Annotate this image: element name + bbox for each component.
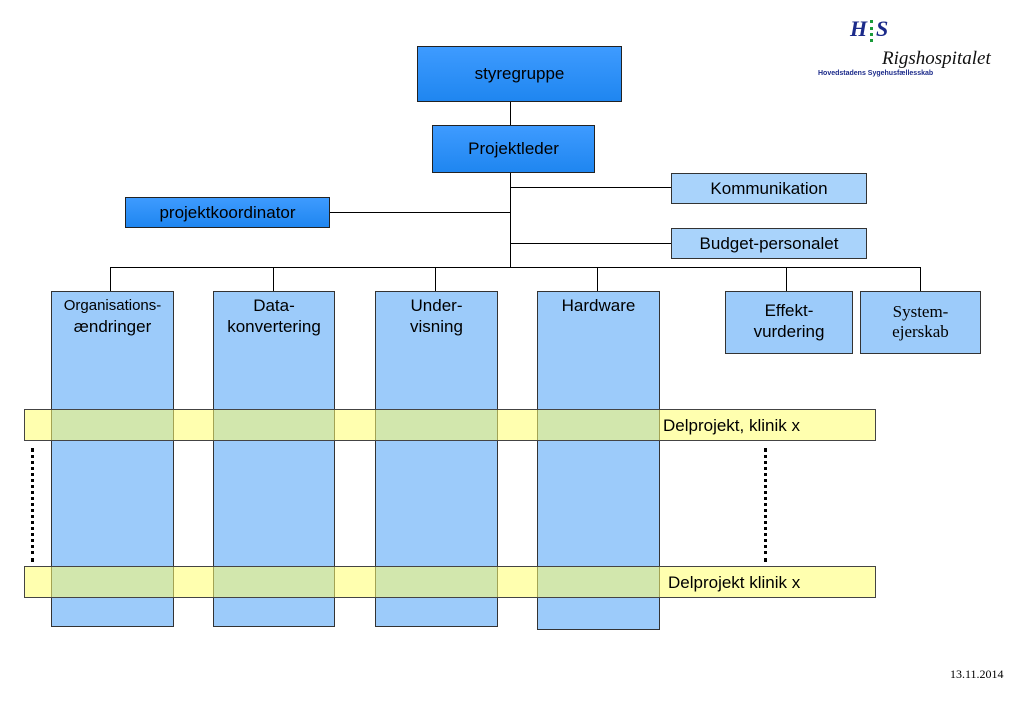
column-under-line1: Under- [410,296,463,315]
footer-date: 13.11.2014 [950,667,1004,681]
styregruppe-box: styregruppe [417,46,622,102]
kommunikation-box: Kommunikation [671,173,867,204]
connector-budget [510,243,672,244]
column-systemejerskab: System- ejerskab [860,291,981,354]
projektleder-box: Projektleder [432,125,595,173]
projektkoordinator-box: projektkoordinator [125,197,330,228]
logo-mark-h: H [850,16,868,41]
connector-projektkoordinator [329,212,510,213]
styregruppe-label: styregruppe [474,64,565,83]
logo-mark-s: S [876,16,889,41]
column-organisations-line2: ændringer [73,317,152,336]
column-effekt-line1: Effekt- [764,301,814,320]
kommunikation-label: Kommunikation [710,178,828,198]
column-data-line2: konvertering [227,317,321,336]
connector-kommunikation [510,187,672,188]
column-effektvurdering: Effekt- vurdering [725,291,853,354]
drop-under [435,267,436,291]
column-hardware-label: Hardware [561,296,636,315]
drop-organisations [110,267,111,291]
budget-personalet-label: Budget-personalet [699,233,839,253]
projektleder-label: Projektleder [468,139,559,158]
column-under-line2: visning [410,317,463,336]
column-effekt-line2: vurdering [753,322,825,341]
delprojekt-band-1 [24,409,876,441]
delprojekt-band-1-label: Delprojekt, klinik x [663,416,800,435]
drop-hardware [597,267,598,291]
column-organisations-line1: Organisations- [63,297,162,314]
projektkoordinator-label: projektkoordinator [159,202,296,222]
column-system-line1: System- [892,302,949,321]
budget-personalet-box: Budget-personalet [671,228,867,259]
logo-dots [870,20,874,42]
logo-tagline: Hovedstadens Sygehusfællesskab [818,70,934,77]
connector-horizontal-bus [110,267,921,268]
column-system-line2: ejerskab [892,322,949,341]
connector-styregruppe-projektleder [510,101,511,125]
dotted-line-left [31,448,34,562]
dotted-line-right [764,448,767,562]
delprojekt-band-2-label: Delprojekt klinik x [668,573,801,592]
logo-name: Rigshospitalet [882,48,991,69]
drop-system [920,267,921,291]
drop-data [273,267,274,291]
logo: H S Rigshospitalet Hovedstadens Sygehusf… [812,14,1012,84]
drop-effekt [786,267,787,291]
column-data-line1: Data- [253,296,295,315]
connector-trunk [510,172,511,268]
delprojekt-band-2 [24,566,876,598]
